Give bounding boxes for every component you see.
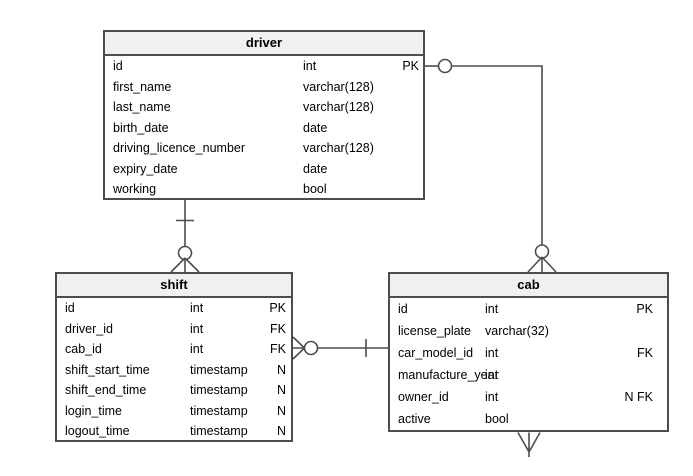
- column-type: int: [190, 321, 204, 336]
- column-row: login_time timestamp N: [57, 401, 291, 422]
- column-type: int: [485, 368, 499, 382]
- relationship-driver-cab[interactable]: [425, 58, 557, 273]
- entity-shift-columns: id int PK driver_id int FK cab_id int FK…: [57, 298, 291, 442]
- column-name: cab_id: [65, 342, 102, 356]
- column-row: manufacture_year int: [390, 364, 667, 386]
- entity-title: shift: [160, 277, 188, 292]
- column-type: int: [190, 301, 204, 315]
- column-name: active: [398, 412, 431, 426]
- column-type: varchar(128): [303, 100, 374, 114]
- column-name: shift_end_time: [65, 383, 147, 397]
- entity-title: cab: [517, 277, 540, 292]
- column-row: birth_date date: [105, 118, 423, 139]
- column-name: id: [113, 59, 123, 73]
- column-key: FK: [270, 342, 286, 356]
- entity-shift-header[interactable]: shift: [57, 274, 291, 298]
- column-row: last_name varchar(128): [105, 97, 423, 118]
- column-name: first_name: [113, 79, 172, 94]
- column-type: date: [303, 161, 328, 176]
- crow-foot-many-icon: [527, 256, 557, 273]
- column-name: driving_licence_number: [113, 141, 246, 155]
- entity-cab[interactable]: cab id int PK license_plate varchar(32) …: [388, 272, 669, 432]
- relationship-line[interactable]: [451, 65, 543, 245]
- zero-marker-icon: [177, 245, 193, 261]
- column-row: driving_licence_number varchar(128): [105, 138, 423, 159]
- column-row: shift_start_time timestamp N: [57, 360, 291, 381]
- column-type: int: [485, 302, 499, 316]
- column-key: PK: [636, 302, 653, 316]
- column-row: car_model_id int FK: [390, 342, 667, 364]
- column-row: active bool: [390, 408, 667, 430]
- column-row: id int PK: [105, 56, 423, 77]
- entity-driver-columns: id int PK first_name varchar(128) last_n…: [105, 56, 423, 200]
- column-row: working bool: [105, 179, 423, 200]
- crow-foot-many-icon: [170, 257, 200, 273]
- column-name: shift_start_time: [65, 362, 150, 377]
- column-name: license_plate: [398, 324, 471, 338]
- entity-driver[interactable]: driver id int PK first_name varchar(128)…: [103, 30, 425, 200]
- column-name: car_model_id: [398, 346, 474, 360]
- column-name: id: [65, 301, 75, 315]
- column-row: id int PK: [57, 298, 291, 319]
- column-name: birth_date: [113, 120, 169, 135]
- column-row: driver_id int FK: [57, 319, 291, 340]
- column-name: owner_id: [398, 390, 449, 404]
- column-key: FK: [637, 346, 653, 360]
- column-row: cab_id int FK: [57, 339, 291, 360]
- column-name: manufacture_year: [398, 368, 499, 382]
- column-key: N FK: [624, 390, 653, 404]
- column-type: int: [303, 59, 317, 73]
- zero-marker-icon: [534, 244, 550, 259]
- column-type: varchar(32): [485, 324, 549, 338]
- relationship-driver-shift[interactable]: [170, 200, 200, 273]
- column-key: FK: [270, 321, 286, 336]
- column-type: bool: [303, 182, 327, 196]
- entity-shift[interactable]: shift id int PK driver_id int FK cab_id …: [55, 272, 293, 442]
- column-row: logout_time timestamp N: [57, 421, 291, 442]
- zero-marker-icon: [303, 340, 319, 356]
- entity-driver-header[interactable]: driver: [105, 32, 423, 56]
- column-type: int: [485, 346, 499, 360]
- crow-foot-many-icon: [292, 336, 306, 360]
- column-row: expiry_date date: [105, 159, 423, 180]
- relationship-shift-cab[interactable]: [292, 336, 388, 360]
- column-type: varchar(128): [303, 141, 374, 155]
- column-type: int: [190, 342, 204, 356]
- crow-foot-many-icon: [517, 432, 541, 453]
- column-name: expiry_date: [113, 161, 178, 176]
- column-key: N: [276, 403, 286, 418]
- column-name: login_time: [65, 403, 122, 418]
- column-type: timestamp: [190, 403, 248, 418]
- column-type: timestamp: [190, 383, 248, 397]
- relationship-cab-offcanvas[interactable]: [517, 432, 541, 458]
- column-key: N: [276, 362, 286, 377]
- column-row: license_plate varchar(32): [390, 320, 667, 342]
- column-key: N: [276, 424, 286, 438]
- column-type: int: [485, 390, 499, 404]
- entity-cab-columns: id int PK license_plate varchar(32) car_…: [390, 298, 667, 430]
- column-type: varchar(128): [303, 79, 374, 94]
- column-key: PK: [402, 59, 419, 73]
- column-row: owner_id int N FK: [390, 386, 667, 408]
- column-name: working: [113, 182, 157, 196]
- entity-cab-header[interactable]: cab: [390, 274, 667, 298]
- column-name: driver_id: [65, 321, 113, 336]
- column-key: N: [276, 383, 286, 397]
- column-type: bool: [485, 412, 509, 426]
- zero-marker-icon: [437, 58, 453, 74]
- column-name: id: [398, 302, 408, 316]
- column-type: timestamp: [190, 362, 248, 377]
- entity-title: driver: [245, 35, 283, 50]
- column-row: id int PK: [390, 298, 667, 320]
- column-name: last_name: [113, 100, 171, 114]
- column-row: shift_end_time timestamp N: [57, 380, 291, 401]
- column-key: PK: [269, 301, 286, 315]
- column-name: logout_time: [65, 424, 130, 438]
- column-type: timestamp: [190, 424, 248, 438]
- column-row: first_name varchar(128): [105, 77, 423, 98]
- column-type: date: [303, 120, 328, 135]
